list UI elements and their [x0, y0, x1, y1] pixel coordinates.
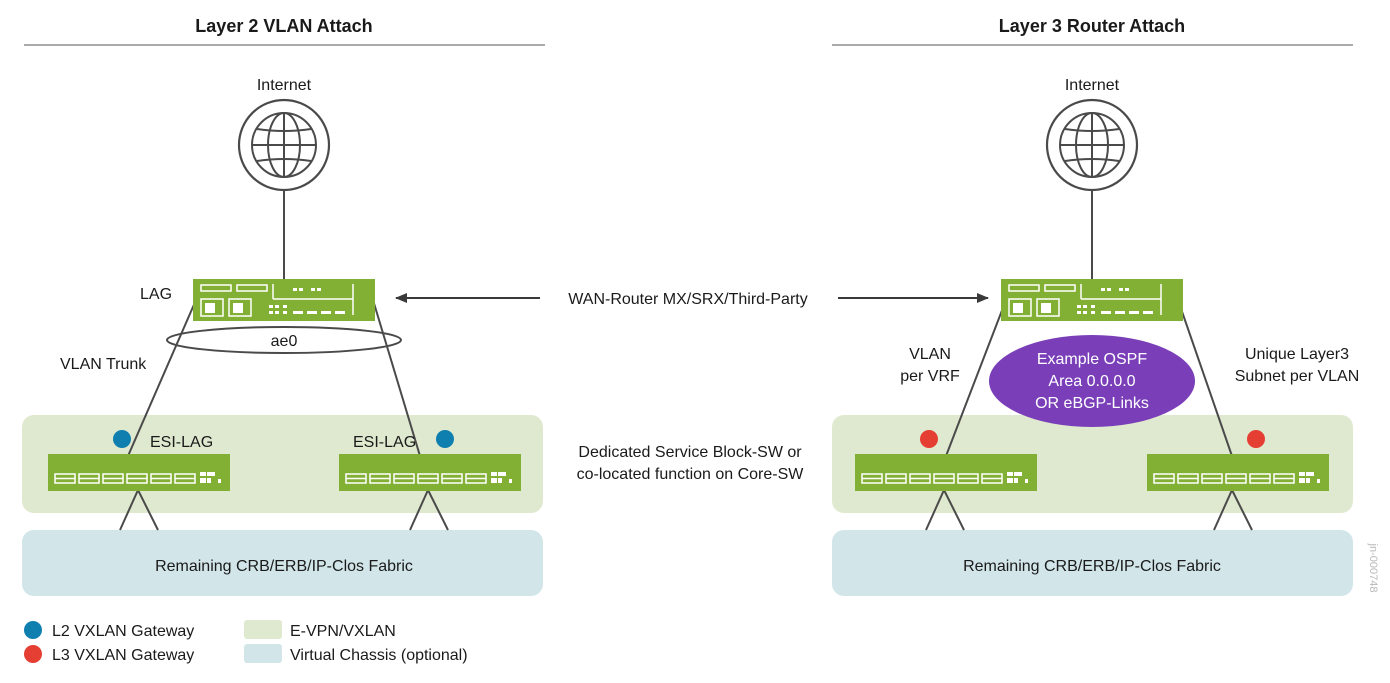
- figure-id-watermark: jn-000748: [1367, 543, 1379, 593]
- l3-gateway-marker: [920, 430, 938, 448]
- left-fabric-label: Remaining CRB/ERB/IP-Clos Fabric: [155, 558, 413, 575]
- left-fabric-zone: [22, 530, 543, 596]
- right-fabric-link: [925, 489, 945, 531]
- ospf-line-3: OR eBGP-Links: [1035, 395, 1149, 412]
- left-trunk-link-b: [372, 299, 421, 457]
- right-fabric-link: [943, 489, 965, 531]
- l3-gateway-marker: [1247, 430, 1265, 448]
- legend-vc-swatch: [244, 644, 282, 663]
- vlan-per-vrf-line-1: VLAN: [909, 346, 951, 363]
- center-annotations: WAN-Router MX/SRX/Third-Party Dedicated …: [395, 291, 989, 483]
- service-block-line-1: Dedicated Service Block-SW or: [578, 444, 802, 461]
- lag-label: LAG: [140, 286, 172, 303]
- unique-subnet-line-1: Unique Layer3: [1245, 346, 1349, 363]
- legend-l2-gateway-label: L2 VXLAN Gateway: [52, 623, 194, 640]
- ae0-label: ae0: [271, 333, 298, 350]
- esi-lag-label-a: ESI-LAG: [150, 434, 213, 451]
- l2-gateway-marker: [436, 430, 454, 448]
- right-switch-b: [1146, 453, 1330, 492]
- esi-lag-label-b: ESI-LAG: [353, 434, 416, 451]
- left-trunk-link-a: [127, 299, 197, 457]
- left-fabric-link: [119, 489, 139, 531]
- left-internet-globe-icon: [237, 98, 331, 192]
- wan-router-label: WAN-Router MX/SRX/Third-Party: [568, 291, 807, 308]
- ae0-lag-ellipse: [166, 326, 402, 354]
- left-panel-title: Layer 2 VLAN Attach: [195, 16, 372, 36]
- vlan-trunk-label: VLAN Trunk: [60, 356, 147, 373]
- right-panel-title: Layer 3 Router Attach: [999, 16, 1185, 36]
- left-wan-router: [192, 278, 376, 322]
- unique-subnet-line-2: Subnet per VLAN: [1235, 368, 1360, 385]
- left-switch-b: [338, 453, 522, 492]
- right-fabric-link: [1231, 489, 1253, 531]
- right-panel: Layer 3 Router Attach Internet Remaining…: [832, 16, 1359, 596]
- right-switch-a: [854, 453, 1038, 492]
- legend-l3-gateway-label: L3 VXLAN Gateway: [52, 647, 194, 664]
- left-switch-a: [47, 453, 231, 492]
- legend: L2 VXLAN Gateway L3 VXLAN Gateway E-VPN/…: [24, 620, 468, 664]
- ospf-bubble: [989, 335, 1195, 427]
- right-vrf-link-b: [1177, 299, 1233, 457]
- right-vrf-link-a: [945, 299, 1007, 457]
- right-wan-router: [1000, 278, 1184, 322]
- legend-l2-gateway-icon: [24, 621, 42, 639]
- left-fabric-link: [137, 489, 159, 531]
- l2-gateway-marker: [113, 430, 131, 448]
- ospf-line-1: Example OSPF: [1037, 351, 1147, 368]
- legend-evpn-swatch: [244, 620, 282, 639]
- vlan-per-vrf-line-2: per VRF: [900, 368, 960, 385]
- right-fabric-label: Remaining CRB/ERB/IP-Clos Fabric: [963, 558, 1221, 575]
- left-fabric-link: [427, 489, 449, 531]
- left-fabric-link: [409, 489, 429, 531]
- ospf-line-2: Area 0.0.0.0: [1048, 373, 1135, 390]
- left-internet-label: Internet: [257, 77, 312, 94]
- legend-vc-label: Virtual Chassis (optional): [290, 647, 468, 664]
- legend-l3-gateway-icon: [24, 645, 42, 663]
- right-internet-label: Internet: [1065, 77, 1120, 94]
- legend-evpn-label: E-VPN/VXLAN: [290, 623, 396, 640]
- right-internet-globe-icon: [1045, 98, 1139, 192]
- service-block-line-2: co-located function on Core-SW: [577, 466, 805, 483]
- left-panel: Layer 2 VLAN Attach Internet Remaining C…: [22, 16, 545, 596]
- right-fabric-zone: [832, 530, 1353, 596]
- right-fabric-link: [1213, 489, 1233, 531]
